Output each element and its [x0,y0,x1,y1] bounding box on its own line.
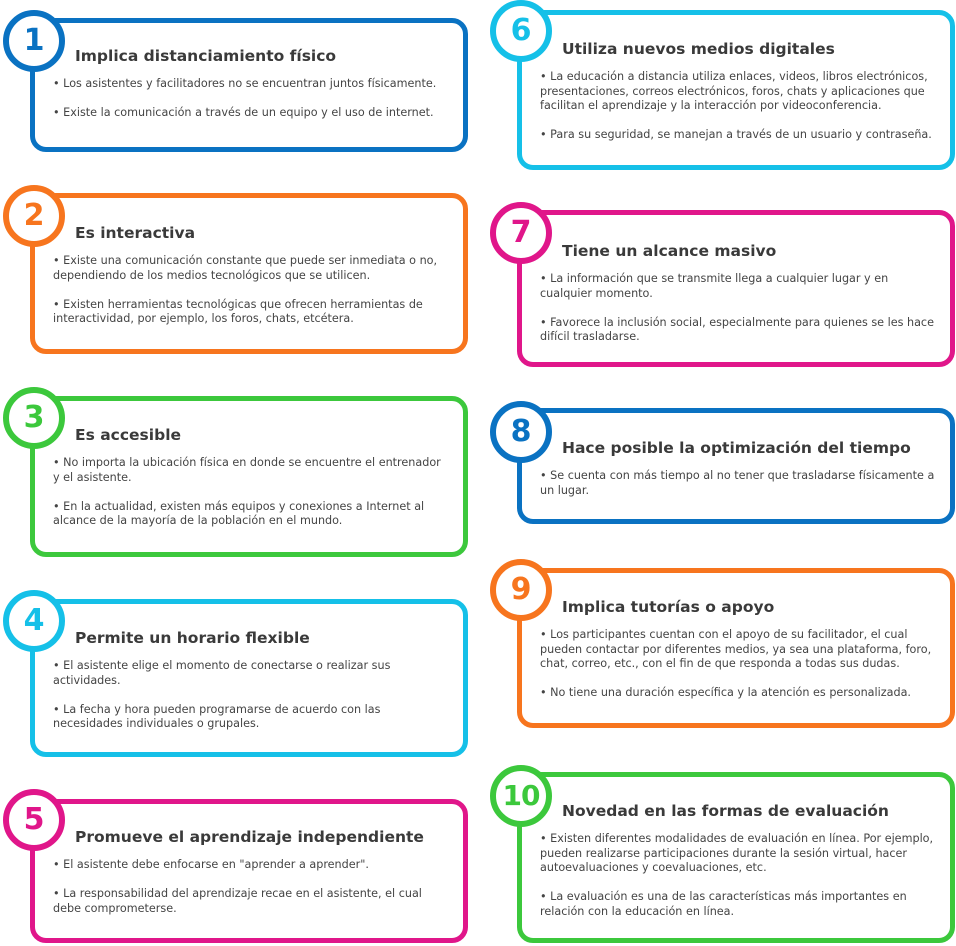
bullet-item: • Para su seguridad, se manejan a través… [540,128,932,141]
card-title-3: Es accesible [75,426,182,444]
card-3 [30,396,468,557]
number-badge-2: 2 [3,185,65,247]
card-title-2: Es interactiva [75,224,196,242]
card-title-6: Utiliza nuevos medios digitales [562,40,835,58]
number-badge-4: 4 [3,590,65,652]
card-body-1: • Los asistentes y facilitadores no se e… [53,77,448,121]
card-8 [517,408,955,524]
bullet-item: • La fecha y hora pueden programarse de … [53,702,381,731]
card-title-10: Novedad en las formas de evaluación [562,802,889,820]
number-badge-8: 8 [490,401,552,463]
bullet-item: • La educación a distancia utiliza enlac… [540,70,928,112]
bullet-item: • Favorece la inclusión social, especial… [540,315,934,344]
bullet-item: • Existe una comunicación constante que … [53,254,438,282]
bullet-item: • Los participantes cuentan con el apoyo… [540,628,932,670]
number-badge-3: 3 [3,387,65,449]
card-body-7: • La información que se transmite llega … [540,272,935,345]
card-5 [30,799,468,943]
bullet-item: • La evaluación es una de las caracterís… [540,890,907,918]
bullet-item: • Los asistentes y facilitadores no se e… [53,77,437,90]
card-body-8: • Se cuenta con más tiempo al no tener q… [540,469,935,498]
number-badge-1: 1 [3,10,65,72]
bullet-item: • El asistente debe enfocarse en "aprend… [53,858,369,871]
card-body-4: • El asistente elige el momento de conec… [53,659,448,732]
card-7 [517,210,955,367]
card-body-3: • No importa la ubicación física en dond… [53,456,448,529]
card-title-4: Permite un horario flexible [75,629,310,647]
bullet-item: • No importa la ubicación física en dond… [53,456,441,484]
card-body-2: • Existe una comunicación constante que … [53,254,448,327]
card-title-8: Hace posible la optimización del tiempo [562,439,911,457]
number-badge-9: 9 [490,559,552,621]
bullet-item: • El asistente elige el momento de conec… [53,659,391,687]
card-body-10: • Existen diferentes modalidades de eval… [540,832,935,919]
bullet-item: • No tiene una duración específica y la … [540,686,911,699]
card-body-5: • El asistente debe enfocarse en "aprend… [53,858,448,916]
card-title-5: Promueve el aprendizaje independiente [75,828,424,846]
bullet-item: • La información que se transmite llega … [540,272,889,300]
card-title-9: Implica tutorías o apoyo [562,598,775,616]
bullet-item: • Existe la comunicación a través de un … [53,106,434,119]
card-title-7: Tiene un alcance masivo [562,242,777,260]
number-badge-7: 7 [490,202,552,264]
bullet-item: • En la actualidad, existen más equipos … [53,499,425,528]
card-4 [30,599,468,757]
bullet-item: • Se cuenta con más tiempo al no tener q… [540,469,935,497]
bullet-item: • Existen diferentes modalidades de eval… [540,832,934,874]
card-2 [30,193,468,354]
number-badge-6: 6 [490,0,552,62]
number-badge-5: 5 [3,789,65,851]
number-badge-10: 10 [490,765,552,827]
card-10 [517,772,955,943]
bullet-item: • La responsabilidad del aprendizaje rec… [53,887,422,915]
card-title-1: Implica distanciamiento físico [75,47,337,65]
card-1 [30,18,468,152]
bullet-item: • Existen herramientas tecnológicas que … [53,297,423,326]
card-6 [517,10,955,170]
card-body-6: • La educación a distancia utiliza enlac… [540,70,935,143]
card-9 [517,568,955,728]
card-body-9: • Los participantes cuentan con el apoyo… [540,628,935,701]
